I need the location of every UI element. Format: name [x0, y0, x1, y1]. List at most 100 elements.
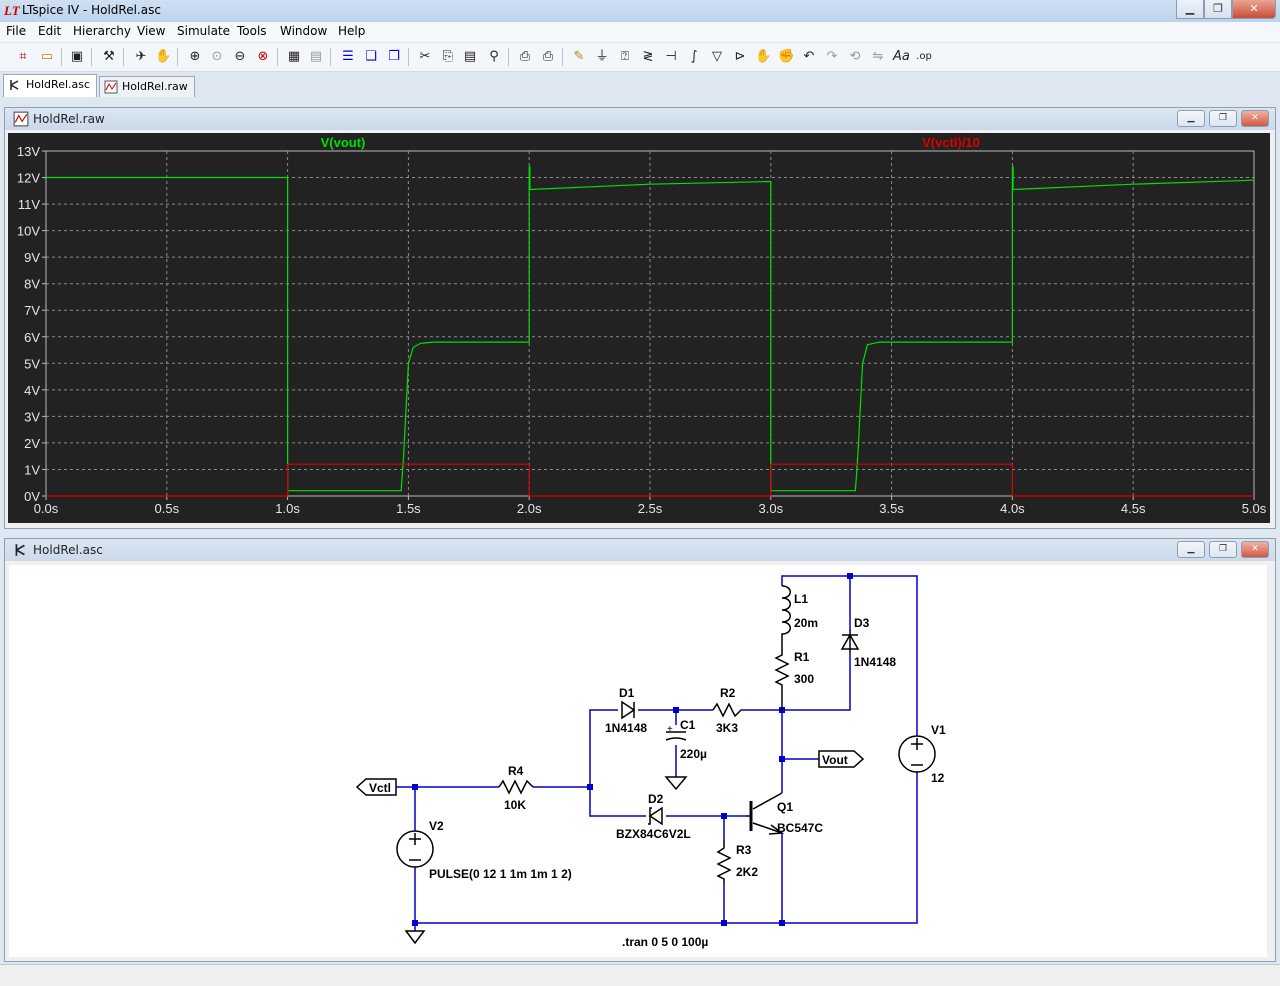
inductor-icon[interactable]: ∫	[690, 49, 698, 64]
text-icon[interactable]: Aa	[893, 49, 910, 64]
label-d2-ref: D2	[648, 792, 664, 806]
document-tabs: HoldRel.asc HoldRel.raw	[0, 72, 1280, 97]
trace-label-vctl[interactable]: V(vctl)/10	[922, 135, 980, 150]
x-tick-label: 4.5s	[1121, 501, 1146, 516]
net-label-vctl-shape[interactable]	[355, 778, 397, 796]
capacitor-icon[interactable]: ⊣	[665, 49, 677, 64]
inductor-l1[interactable]	[781, 585, 791, 648]
tab-label: HoldRel.asc	[26, 78, 91, 91]
resistor-r4[interactable]	[498, 779, 534, 795]
zoom-in-icon[interactable]: ⊕	[189, 49, 201, 64]
drag-icon[interactable]: ✊	[778, 49, 795, 64]
rotate-icon[interactable]: ⟲	[849, 49, 861, 64]
label-q1-value: BC547C	[777, 821, 823, 835]
menu-simulate[interactable]: Simulate	[177, 24, 231, 38]
toolbar-separator	[123, 48, 124, 66]
label-r2-value: 3K3	[716, 721, 738, 735]
move-icon[interactable]: ✋	[755, 49, 772, 64]
spice-directive[interactable]: .tran 0 5 0 100µ	[622, 935, 708, 949]
close-button[interactable]: ✕	[1241, 110, 1269, 127]
save-icon[interactable]: ▣	[70, 49, 84, 64]
voltage-source-v2[interactable]	[396, 830, 434, 868]
copy-icon[interactable]: ⎘	[442, 49, 454, 64]
halt-icon[interactable]: ✋	[155, 49, 172, 64]
tile-vertical-icon[interactable]: ❐	[388, 49, 400, 64]
menu-help[interactable]: Help	[338, 24, 366, 38]
tab-holdrel-asc[interactable]: HoldRel.asc	[3, 74, 98, 97]
run-icon[interactable]: ✈	[135, 49, 147, 64]
tile-horizontal-icon[interactable]: ☰	[342, 49, 354, 64]
net-label-vout[interactable]: Vout	[822, 753, 848, 767]
minimize-button[interactable]: ▁	[1177, 541, 1205, 558]
net-label-vctl[interactable]: Vctl	[369, 781, 391, 795]
diode-d3[interactable]	[840, 629, 860, 653]
trace-vout[interactable]	[46, 166, 1255, 492]
x-tick-label: 3.5s	[879, 501, 904, 516]
y-tick-label: 2V	[24, 436, 40, 451]
voltage-source-v1[interactable]	[898, 735, 936, 773]
label-d3-ref: D3	[854, 616, 870, 630]
menu-hierarchy[interactable]: Hierarchy	[73, 24, 132, 38]
autorange-icon[interactable]: ▦	[287, 49, 301, 64]
trace-vctl[interactable]	[46, 463, 1254, 497]
open-folder-icon[interactable]: ▭	[40, 49, 54, 64]
toolbar-separator	[177, 48, 178, 66]
diode-d1[interactable]	[621, 700, 636, 720]
cut-icon[interactable]: ✂	[419, 49, 431, 64]
trace-label-vout[interactable]: V(vout)	[321, 135, 366, 150]
resistor-r2[interactable]	[712, 702, 742, 718]
menu-view[interactable]: View	[137, 24, 166, 38]
label-d2-value: BZX84C6V2L	[616, 827, 691, 841]
component-icon[interactable]: ⊳	[734, 49, 746, 64]
net-label-vout-shape[interactable]	[818, 750, 865, 768]
close-button[interactable]: ✕	[1241, 541, 1269, 558]
find-icon[interactable]: ⚲	[489, 49, 499, 64]
restore-button[interactable]: ❐	[1209, 541, 1237, 558]
undo-icon[interactable]: ↶	[803, 49, 815, 64]
print-icon[interactable]: ⎙	[542, 49, 554, 64]
menu-tools[interactable]: Tools	[237, 24, 267, 38]
resistor-r3[interactable]	[716, 840, 732, 883]
menu-edit[interactable]: Edit	[38, 24, 62, 38]
schematic-window-titlebar: HoldRel.asc ▁ ❐ ✕	[5, 539, 1275, 561]
menu-window[interactable]: Window	[280, 24, 328, 38]
label-net-icon[interactable]: ⍰	[621, 49, 629, 64]
print-preview-icon[interactable]: ⎙	[519, 49, 531, 64]
close-button[interactable]: ✕	[1232, 0, 1276, 19]
zoom-fit-icon[interactable]: ⊗	[257, 49, 269, 64]
restore-button[interactable]: ❐	[1209, 110, 1237, 127]
zoom-out-icon[interactable]: ⊖	[234, 49, 246, 64]
cascade-icon[interactable]: ❏	[365, 49, 377, 64]
new-schematic-icon[interactable]: ⌗	[19, 49, 27, 64]
draw-wire-icon[interactable]: ✎	[573, 49, 585, 64]
zener-diode-d2[interactable]	[648, 806, 663, 826]
minimize-button[interactable]: ▁	[1176, 0, 1204, 19]
y-tick-label: 3V	[24, 409, 40, 424]
ground-icon[interactable]: ⏚	[595, 49, 609, 64]
label-q1-ref: Q1	[777, 800, 793, 814]
resistor-icon[interactable]: ≷	[642, 49, 654, 64]
grid-icon[interactable]: ▤	[309, 49, 323, 64]
maximize-button[interactable]: ❐	[1204, 0, 1232, 19]
transistor-q1[interactable]	[746, 792, 785, 835]
menu-file[interactable]: File	[6, 24, 27, 38]
waveform-icon	[13, 111, 29, 127]
paste-icon[interactable]: ▤	[463, 49, 477, 64]
polarity-plus: +	[667, 724, 673, 735]
redo-icon[interactable]: ↷	[826, 49, 838, 64]
resistor-r1[interactable]	[774, 648, 790, 710]
pan-icon[interactable]: ⊙	[211, 49, 223, 64]
diode-icon[interactable]: ▽	[712, 49, 722, 64]
capacitor-c1[interactable]	[665, 731, 687, 741]
tab-holdrel-raw[interactable]: HoldRel.raw	[99, 76, 195, 97]
mirror-icon[interactable]: ⇋	[872, 49, 884, 64]
minimize-button[interactable]: ▁	[1177, 110, 1205, 127]
control-panel-icon[interactable]: ⚒	[103, 49, 115, 64]
schematic-canvas[interactable]: + L1 20m D3 1N4148 R1 300 D1 1N4148 R2 3…	[9, 565, 1267, 957]
y-tick-label: 5V	[24, 356, 40, 371]
tab-label: HoldRel.raw	[122, 80, 188, 93]
spice-directive-icon[interactable]: .op	[916, 51, 932, 62]
label-v1-value: 12	[931, 771, 945, 785]
label-r4-ref: R4	[508, 764, 524, 778]
